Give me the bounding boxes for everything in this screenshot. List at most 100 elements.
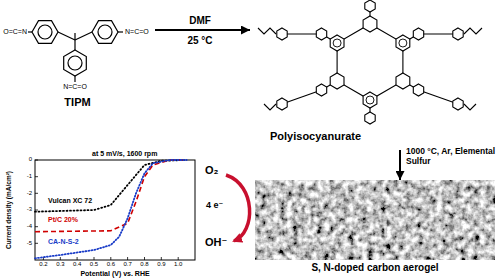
benzene-ring bbox=[316, 28, 326, 40]
isocyanurate-ring bbox=[453, 28, 463, 40]
bond bbox=[419, 90, 459, 104]
plot-frame bbox=[35, 160, 195, 260]
tick-label: -5 bbox=[17, 240, 32, 247]
product-label: OH⁻ bbox=[205, 236, 227, 249]
tick bbox=[35, 176, 38, 177]
bond bbox=[282, 33, 322, 34]
monomer-structure: TIPM bbox=[0, 0, 155, 115]
benzene-ring bbox=[330, 35, 344, 51]
node-title: TIPM bbox=[0, 96, 155, 109]
tick-label: 1.0 bbox=[168, 261, 188, 268]
process-arrow bbox=[399, 150, 401, 180]
sem-ground bbox=[255, 180, 495, 260]
tick-label: 0.7 bbox=[118, 261, 138, 268]
isocyanate-group: O=C=N bbox=[2, 28, 27, 36]
bond bbox=[74, 33, 75, 40]
benzene-ring bbox=[363, 92, 377, 108]
tick bbox=[77, 257, 78, 260]
drawing-part bbox=[28, 21, 123, 82]
tick-label: 0.5 bbox=[84, 261, 104, 268]
bond bbox=[74, 76, 75, 82]
ca-curve bbox=[35, 160, 187, 258]
benzene-ring bbox=[365, 112, 375, 124]
tick bbox=[161, 257, 162, 260]
bond bbox=[74, 40, 75, 50]
drawing-part bbox=[277, 0, 463, 124]
tick bbox=[35, 193, 38, 194]
isocyanurate-ring bbox=[453, 98, 463, 110]
isocyanurate-ring bbox=[363, 16, 377, 32]
arrow-label: DMF bbox=[175, 15, 225, 27]
tick bbox=[144, 257, 145, 260]
isocyanate-group: N=C=O bbox=[125, 28, 149, 36]
sem-texture bbox=[255, 180, 495, 260]
tick-label: 0 bbox=[17, 156, 32, 163]
aromatic-circle bbox=[399, 39, 407, 47]
tick-label: -2 bbox=[17, 190, 32, 197]
tick bbox=[35, 243, 38, 244]
tick bbox=[35, 210, 38, 211]
benzene-ring bbox=[413, 28, 423, 40]
series-label: Pt/C 20% bbox=[48, 216, 78, 224]
tick-label: 0.8 bbox=[135, 261, 155, 268]
tick-label: 0.4 bbox=[67, 261, 87, 268]
electron-count: 4 e⁻ bbox=[206, 200, 223, 210]
tick-label: -4 bbox=[17, 223, 32, 230]
aromatic-circle bbox=[98, 25, 112, 39]
ptc-curve bbox=[35, 160, 187, 232]
bond bbox=[118, 31, 123, 32]
aromatic-circle bbox=[333, 39, 341, 47]
arrow-label: 1000 °C, Ar, Elemental Sulfur bbox=[406, 147, 498, 167]
lsv-chart bbox=[0, 0, 200, 280]
benzene-ring bbox=[32, 21, 58, 44]
tick-label: 0.6 bbox=[101, 261, 121, 268]
tick bbox=[60, 257, 61, 260]
reactant-label: O₂ bbox=[205, 164, 218, 177]
chain-end bbox=[464, 28, 482, 34]
polymer-backbone bbox=[337, 24, 403, 100]
tick-label: 0.3 bbox=[50, 261, 70, 268]
tick bbox=[110, 257, 111, 260]
reduction-arrow bbox=[226, 175, 250, 241]
bond bbox=[282, 90, 322, 104]
bond bbox=[28, 31, 32, 32]
monomer-drawing bbox=[0, 0, 155, 95]
chain-end bbox=[258, 28, 276, 34]
series-label: Vulcan XC 72 bbox=[48, 197, 92, 205]
tick-label: 0.9 bbox=[151, 261, 171, 268]
aerogel-panel: S, N-doped carbon aerogel bbox=[255, 180, 495, 278]
isocyanurate-ring bbox=[330, 73, 344, 89]
bond bbox=[419, 33, 459, 34]
polymer-structure: Polyisocyanurate bbox=[250, 0, 500, 150]
tick bbox=[35, 226, 38, 227]
drawing-part bbox=[333, 39, 407, 104]
drawing-part bbox=[258, 6, 482, 118]
isocyanurate-ring bbox=[277, 98, 287, 110]
isocyanurate-ring bbox=[396, 73, 410, 89]
chain-end bbox=[464, 104, 476, 110]
series-label: CA-N-S-2 bbox=[48, 238, 79, 246]
benzene-ring bbox=[396, 35, 410, 51]
bond bbox=[75, 32, 92, 40]
tick bbox=[94, 257, 95, 260]
aromatic-circle bbox=[366, 96, 374, 104]
isocyanate-group: N=C=O bbox=[60, 83, 90, 91]
axis-title: Potential (V) vs. RHE bbox=[35, 270, 195, 278]
drawing-part bbox=[35, 160, 178, 260]
process-arrow bbox=[155, 29, 250, 31]
tick-label: -1 bbox=[17, 173, 32, 180]
axis-title: Current density (mA/cm²) bbox=[5, 171, 12, 249]
sem-image bbox=[255, 180, 495, 260]
bond bbox=[58, 32, 75, 40]
chain-end bbox=[264, 104, 276, 110]
aromatic-circle bbox=[68, 56, 82, 70]
benzene-ring bbox=[64, 50, 87, 76]
benzene-ring bbox=[365, 0, 375, 12]
aromatic-circle bbox=[38, 25, 52, 39]
reaction-condition: 25 °C bbox=[180, 35, 220, 47]
tick-label: -3 bbox=[17, 206, 32, 213]
node-title: Polyisocyanurate bbox=[270, 130, 500, 143]
tick bbox=[178, 257, 179, 260]
chart-condition: at 5 mV/s, 1600 rpm bbox=[92, 150, 157, 158]
